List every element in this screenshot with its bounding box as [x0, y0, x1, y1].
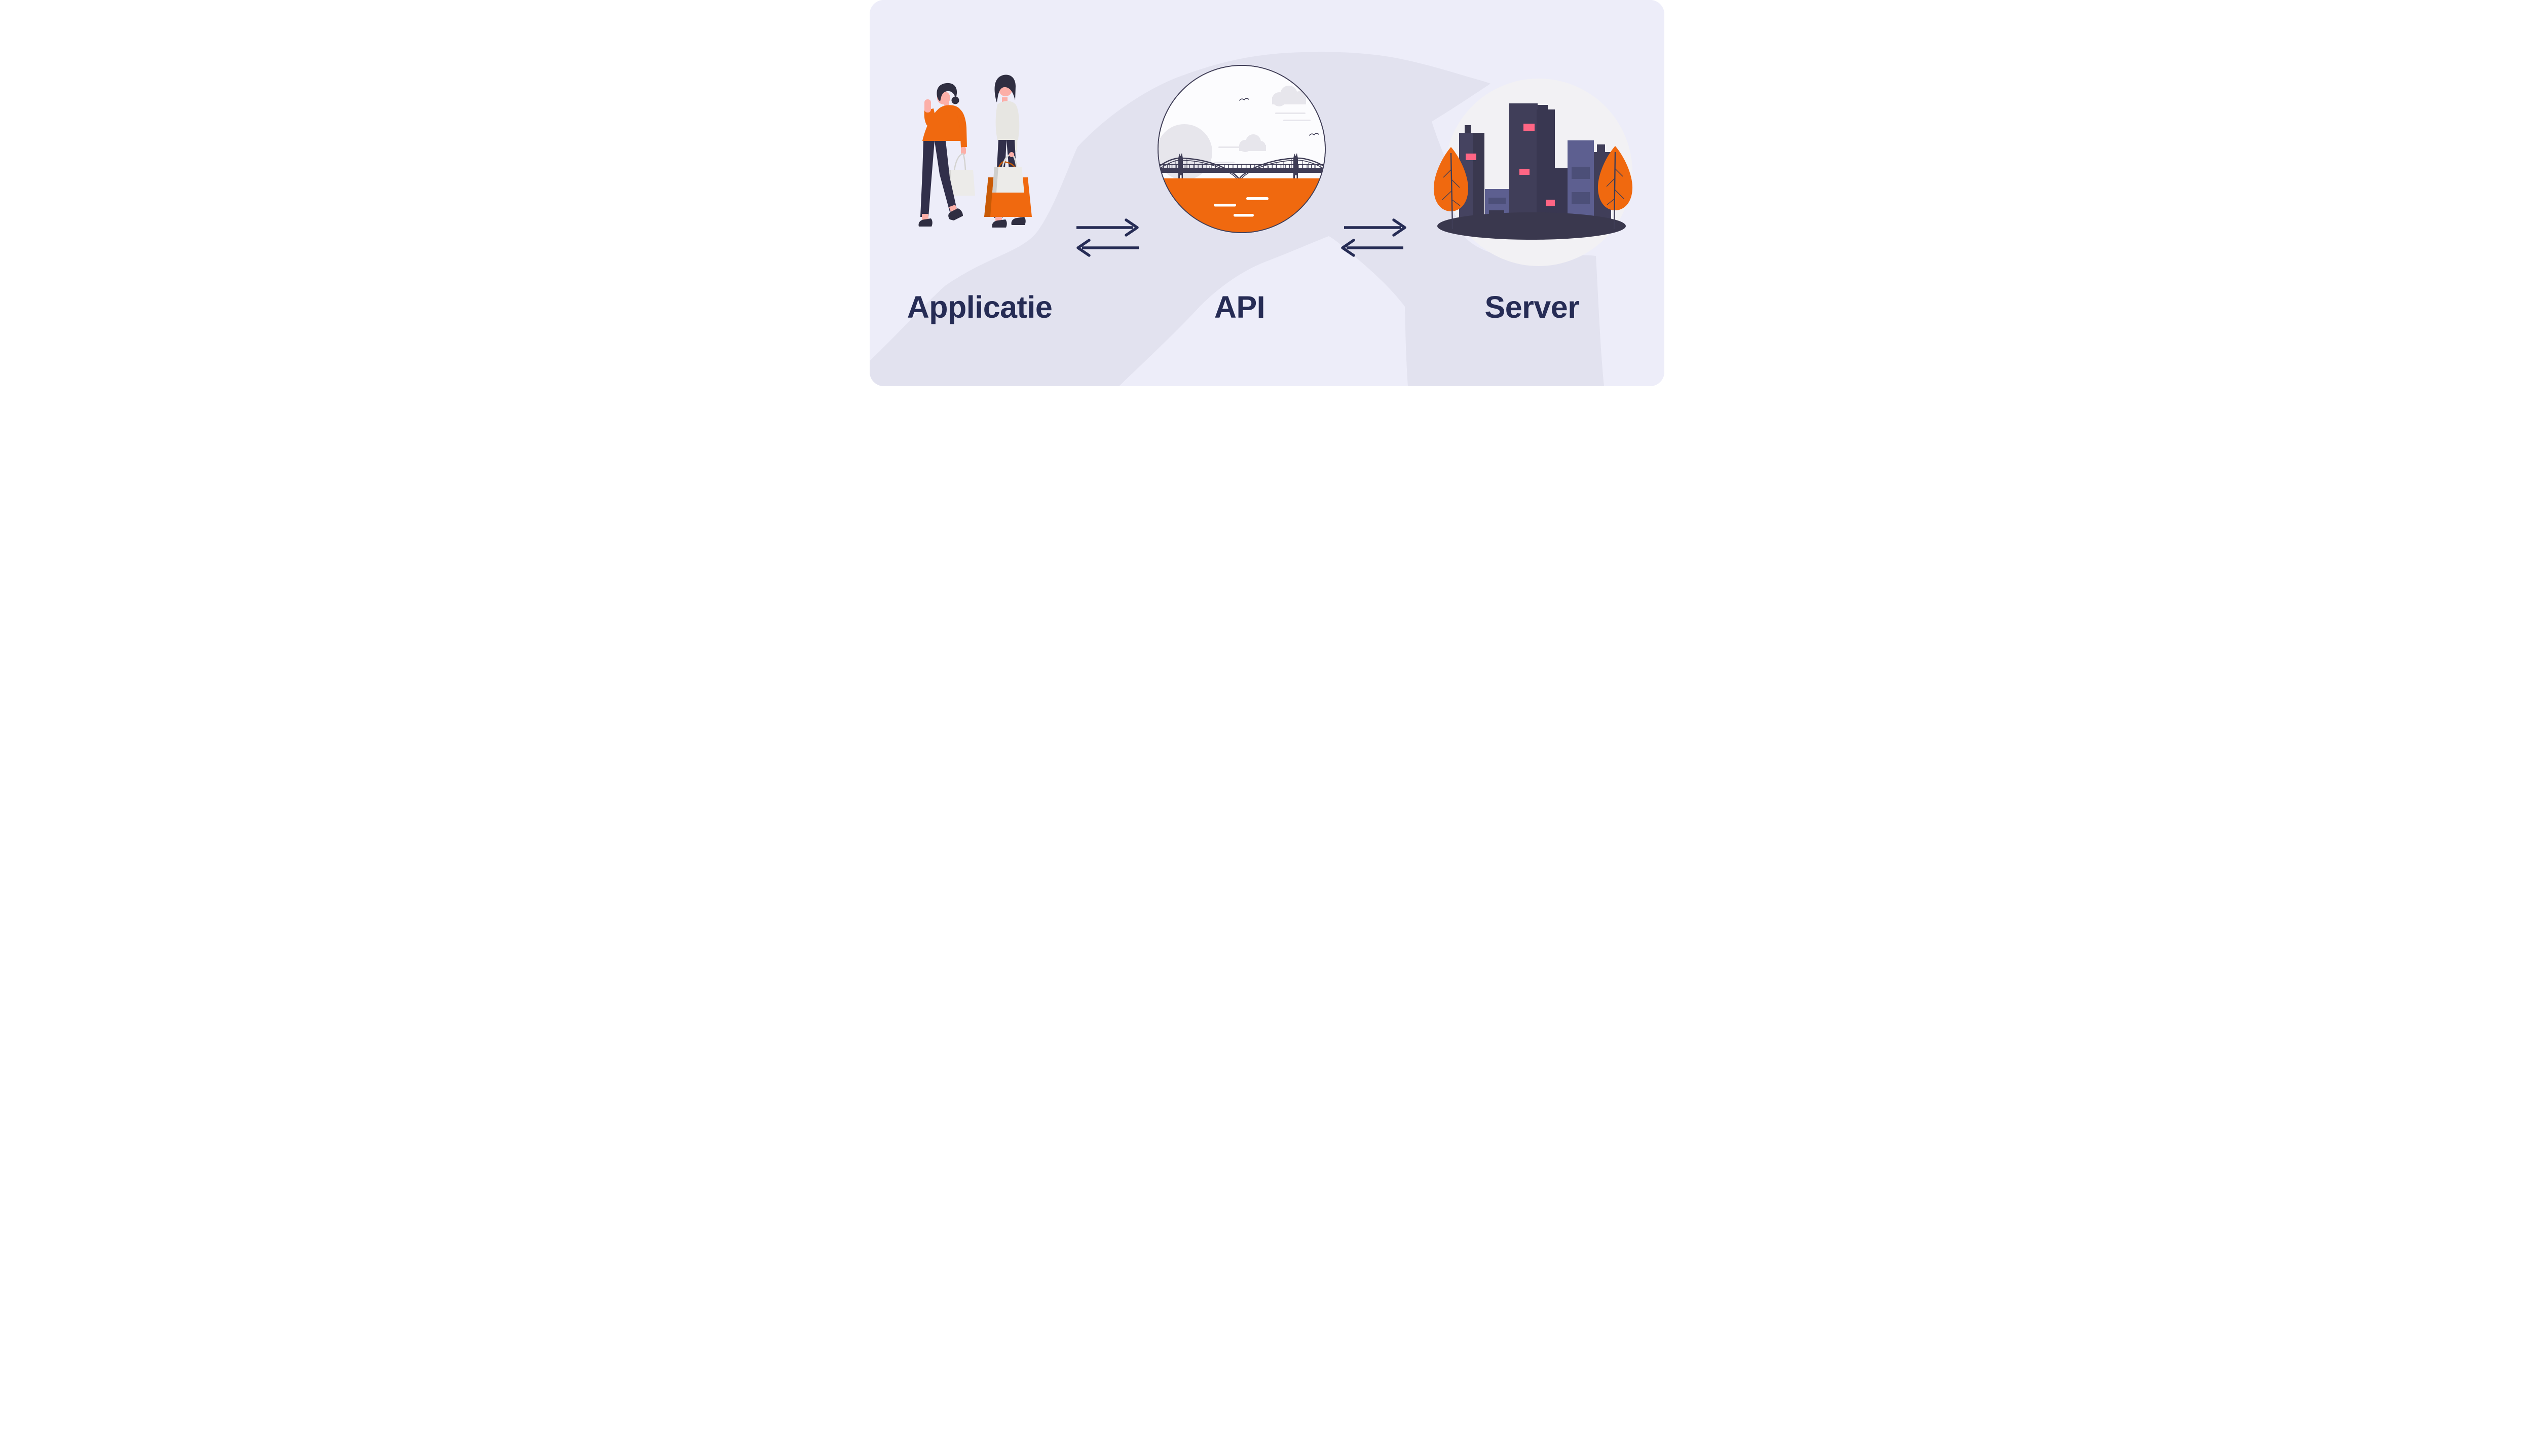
arrow-left-icon [1076, 239, 1139, 257]
water-dashes [1214, 197, 1269, 217]
tree-right [1597, 146, 1633, 230]
man-hair [994, 74, 1016, 102]
tree-branches [1442, 169, 1461, 206]
arrow-left-icon [1341, 239, 1403, 257]
woman-hanging-arm [957, 108, 967, 147]
cloud-streaks [1214, 113, 1311, 163]
label-api: API [1214, 290, 1265, 324]
arrow-right-icon [1076, 218, 1139, 237]
man-far-arm [1010, 106, 1018, 152]
woman-shopper [918, 83, 975, 227]
pink-window [1466, 154, 1476, 160]
man-hand [1009, 152, 1014, 157]
diagram-panel: Applicatie API Server [870, 0, 1664, 386]
tree-trunk [1613, 152, 1616, 230]
label-applicatie: Applicatie [907, 290, 1053, 324]
building-1-rooftop [1465, 125, 1471, 133]
woman-hair-bun [951, 96, 959, 104]
woman-shoe-back [948, 208, 963, 220]
woman-sweater [922, 105, 966, 141]
building-3-right [1537, 109, 1555, 232]
city-base-ellipse [1437, 212, 1626, 240]
building-3-rooftop [1538, 105, 1548, 110]
man-shopper [984, 74, 1032, 228]
pink-window [1523, 124, 1535, 131]
building-5-band [1572, 192, 1590, 204]
woman-ankle-front [922, 214, 928, 220]
woman-shoe-front [918, 218, 933, 227]
arrow-right-icon [1344, 218, 1406, 237]
bridge-deck [1158, 168, 1325, 173]
woman-hand-down [961, 147, 966, 155]
api-circle-outline [1158, 65, 1326, 233]
pink-window [1519, 169, 1530, 175]
woman-leg-back [935, 141, 957, 212]
man-white-bag [992, 152, 1024, 193]
man-shoe-front [992, 219, 1007, 228]
man-shoe-back [1011, 217, 1026, 225]
tree-left [1433, 147, 1469, 230]
api-explainer-diagram: Applicatie API Server [870, 0, 1664, 386]
building-2-band [1488, 198, 1506, 204]
label-server: Server [1484, 290, 1580, 324]
connector-applicatie-api [1076, 218, 1139, 257]
man-neck [1002, 97, 1008, 103]
tree-branches [1606, 168, 1624, 205]
pink-window [1546, 200, 1556, 206]
application-shoppers-illustration [918, 74, 1032, 228]
building-5-band [1572, 167, 1590, 179]
woman-leg-front [920, 141, 935, 217]
diagram-artwork [870, 0, 1664, 386]
woman-hair [937, 83, 957, 101]
building-6-rooftop [1597, 144, 1605, 153]
woman-hand-up [924, 99, 931, 113]
connector-api-server [1341, 218, 1406, 257]
woman-neck [944, 101, 949, 106]
server-city-illustration [1433, 79, 1633, 266]
